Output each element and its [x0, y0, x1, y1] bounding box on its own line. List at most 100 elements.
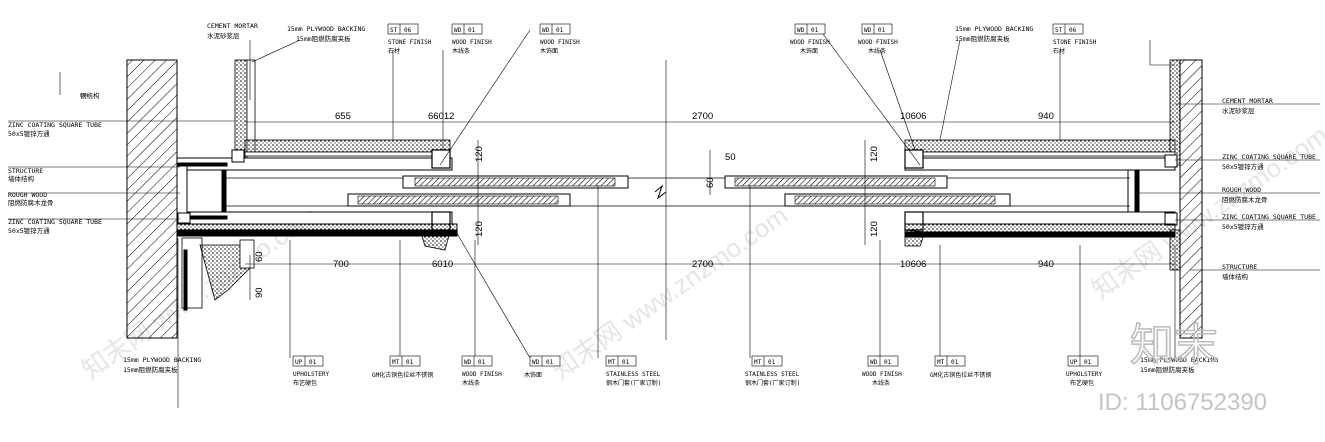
svg-text:木线条: 木线条 [452, 47, 470, 55]
sliding-door-leaves [347, 60, 1011, 340]
svg-text:UP: UP [295, 359, 303, 366]
label-left-5-en: ZINC COATING SQUARE TUBE [8, 218, 102, 226]
label-right-4-en: ZINC COATING SQUARE TUBE [1222, 213, 1316, 221]
dim-top-left-small: 66012 [428, 111, 454, 122]
dim-bottom-left-small: 6010 [432, 259, 453, 270]
svg-text:钢木门套(厂家订制): 钢木门套(厂家订制) [745, 379, 800, 387]
svg-text:GM化古铜色拉丝不锈钢: GM化古铜色拉丝不锈钢 [372, 371, 433, 379]
label-left-1: 钢结构 [80, 91, 100, 100]
svg-text:01: 01 [811, 27, 819, 34]
svg-text:WD: WD [454, 27, 462, 34]
svg-text:木饰面: 木饰面 [540, 47, 558, 55]
label-right-4-cn: 50x5镀锌方通 [1222, 222, 1264, 231]
dim-tiny-v: 60 [705, 177, 716, 188]
svg-text:01: 01 [309, 359, 317, 366]
dim-top-center: 2700 [692, 111, 713, 122]
tag-top-st-right: ST 06 STONE FINISH 石材 [1052, 23, 1097, 55]
svg-text:01: 01 [1084, 359, 1092, 366]
svg-text:石材: 石材 [388, 47, 400, 55]
svg-text:STONE FINISH: STONE FINISH [1053, 39, 1097, 46]
left-leader-lines [8, 72, 235, 220]
top-stone-bands [244, 139, 1176, 157]
svg-text:布艺硬包: 布艺硬包 [293, 379, 317, 387]
svg-text:WD: WD [532, 359, 540, 366]
svg-text:WOOD FINISH: WOOD FINISH [862, 371, 902, 378]
dim-top-left: 655 [335, 111, 351, 122]
tag-top-wd-2: WD 01 WOOD FINISH 木饰面 [539, 23, 580, 55]
bottom-leader-lines [177, 185, 1176, 408]
label-plywood-top-en: 15mm PLYWOOD BACKING [287, 25, 365, 33]
svg-text:WOOD FINISH: WOOD FINISH [540, 39, 580, 46]
top-leader-lines [249, 29, 1175, 166]
svg-text:WD: WD [542, 27, 550, 34]
svg-text:01: 01 [406, 359, 414, 366]
svg-text:STAINLESS STEEL: STAINLESS STEEL [745, 371, 800, 378]
svg-text:ST: ST [1055, 27, 1063, 34]
door-frame [176, 149, 1178, 238]
svg-text:WD: WD [870, 359, 878, 366]
label-right-3-cn: 阻燃防腐木龙骨 [1222, 195, 1268, 204]
svg-text:01: 01 [546, 359, 554, 366]
label-right-5-cn: 墙体结构 [1222, 272, 1249, 281]
dim-top-right-small: 10606 [900, 111, 926, 122]
svg-text:WOOD FINISH: WOOD FINISH [462, 371, 502, 378]
label-cement-mortar-top-en: CEMENT MORTAR [207, 22, 258, 30]
tag-top-st-left: ST 06 STONE FINISH 石材 [387, 23, 432, 55]
svg-text:GM化古铜色拉丝不锈钢: GM化古铜色拉丝不锈钢 [930, 371, 991, 379]
tag-top-wd-4: WD 01 WOOD FINISH 木线条 [858, 23, 898, 55]
svg-text:WOOD FINISH: WOOD FINISH [452, 39, 492, 46]
label-right-1-cn: 水泥砂浆层 [1222, 106, 1255, 115]
label-right-2-cn: 50x5镀锌方通 [1222, 162, 1264, 171]
label-right-5-en: STRUCTURE [1222, 263, 1257, 271]
dim-gap-right: 50 [725, 152, 736, 163]
svg-text:石材: 石材 [1053, 47, 1065, 55]
svg-text:01: 01 [556, 27, 564, 34]
label-cement-mortar-top-cn: 水泥砂浆层 [207, 31, 240, 40]
right-leader-lines [1135, 103, 1320, 271]
label-left-3-cn: 墙体结构 [8, 174, 35, 183]
label-left-3-en: STRUCTURE [8, 167, 43, 175]
dim-v-left-bottom: 120 [474, 221, 485, 237]
dim-top-right: 940 [1038, 111, 1054, 122]
label-bottom-right-en: 15mm PLYWOOD BACKING [1140, 356, 1218, 364]
svg-text:木线条: 木线条 [462, 379, 480, 387]
svg-text:WD: WD [864, 27, 872, 34]
dim-v-small-left: 60 [254, 251, 265, 262]
tag-bottom-mt-4: MT 01 GM化古铜色拉丝不锈钢 [930, 355, 991, 379]
left-labels: 钢结构 ZINC COATING SQUARE TUBE 50x5镀锌方通 ST… [8, 91, 102, 235]
svg-text:木线条: 木线条 [872, 379, 890, 387]
watermark-id: ID: 1106752390 [1098, 389, 1267, 416]
label-left-4-en: ROUGH WOOD [8, 191, 47, 199]
label-left-4-cn: 阻燃防腐木龙骨 [8, 198, 54, 207]
label-left-2-en: ZINC COATING SQUARE TUBE [8, 121, 102, 129]
svg-text:布艺硬包: 布艺硬包 [1070, 379, 1094, 387]
svg-text:UPHOLSTERY: UPHOLSTERY [293, 371, 330, 378]
svg-text:MT: MT [392, 359, 400, 366]
tag-bottom-mt-2: MT 01 STAINLESS STEEL 钢木门套(厂家订制) [605, 355, 661, 387]
svg-text:WD: WD [464, 359, 472, 366]
top-tags: ST 06 STONE FINISH 石材 WD 01 WOOD FINISH … [387, 23, 1097, 55]
svg-text:06: 06 [1069, 27, 1077, 34]
svg-text:WD: WD [797, 27, 805, 34]
svg-text:01: 01 [468, 27, 476, 34]
tag-bottom-up-right: UP 01 UPHOLSTERY 布艺硬包 [1066, 355, 1103, 387]
bottom-side-labels: 15mm PLYWOOD BACKING 15mm阻燃防腐夹板 15mm PLY… [123, 356, 1218, 374]
svg-text:01: 01 [622, 359, 630, 366]
watermark-logo: 知末 [1130, 321, 1218, 370]
svg-text:UP: UP [1070, 359, 1078, 366]
svg-text:MT: MT [608, 359, 616, 366]
svg-text:STONE FINISH: STONE FINISH [388, 39, 432, 46]
svg-text:01: 01 [878, 27, 886, 34]
dim-bottom-right-small: 10606 [900, 259, 926, 270]
label-right-1-en: CEMENT MORTAR [1222, 97, 1273, 105]
svg-text:MT: MT [754, 359, 762, 366]
svg-text:钢木门套(厂家订制): 钢木门套(厂家订制) [606, 379, 661, 387]
dim-v-small-left2: 90 [254, 287, 265, 298]
tag-bottom-mt-1: MT 01 GM化古铜色拉丝不锈钢 [372, 355, 433, 379]
label-bottom-left-en: 15mm PLYWOOD BACKING [123, 356, 201, 364]
svg-text:01: 01 [478, 359, 486, 366]
label-left-2-cn: 50x5镀锌方通 [8, 129, 50, 138]
label-plywood-top-cn: 15mm阻燃防腐夹板 [296, 34, 351, 43]
svg-text:01: 01 [768, 359, 776, 366]
